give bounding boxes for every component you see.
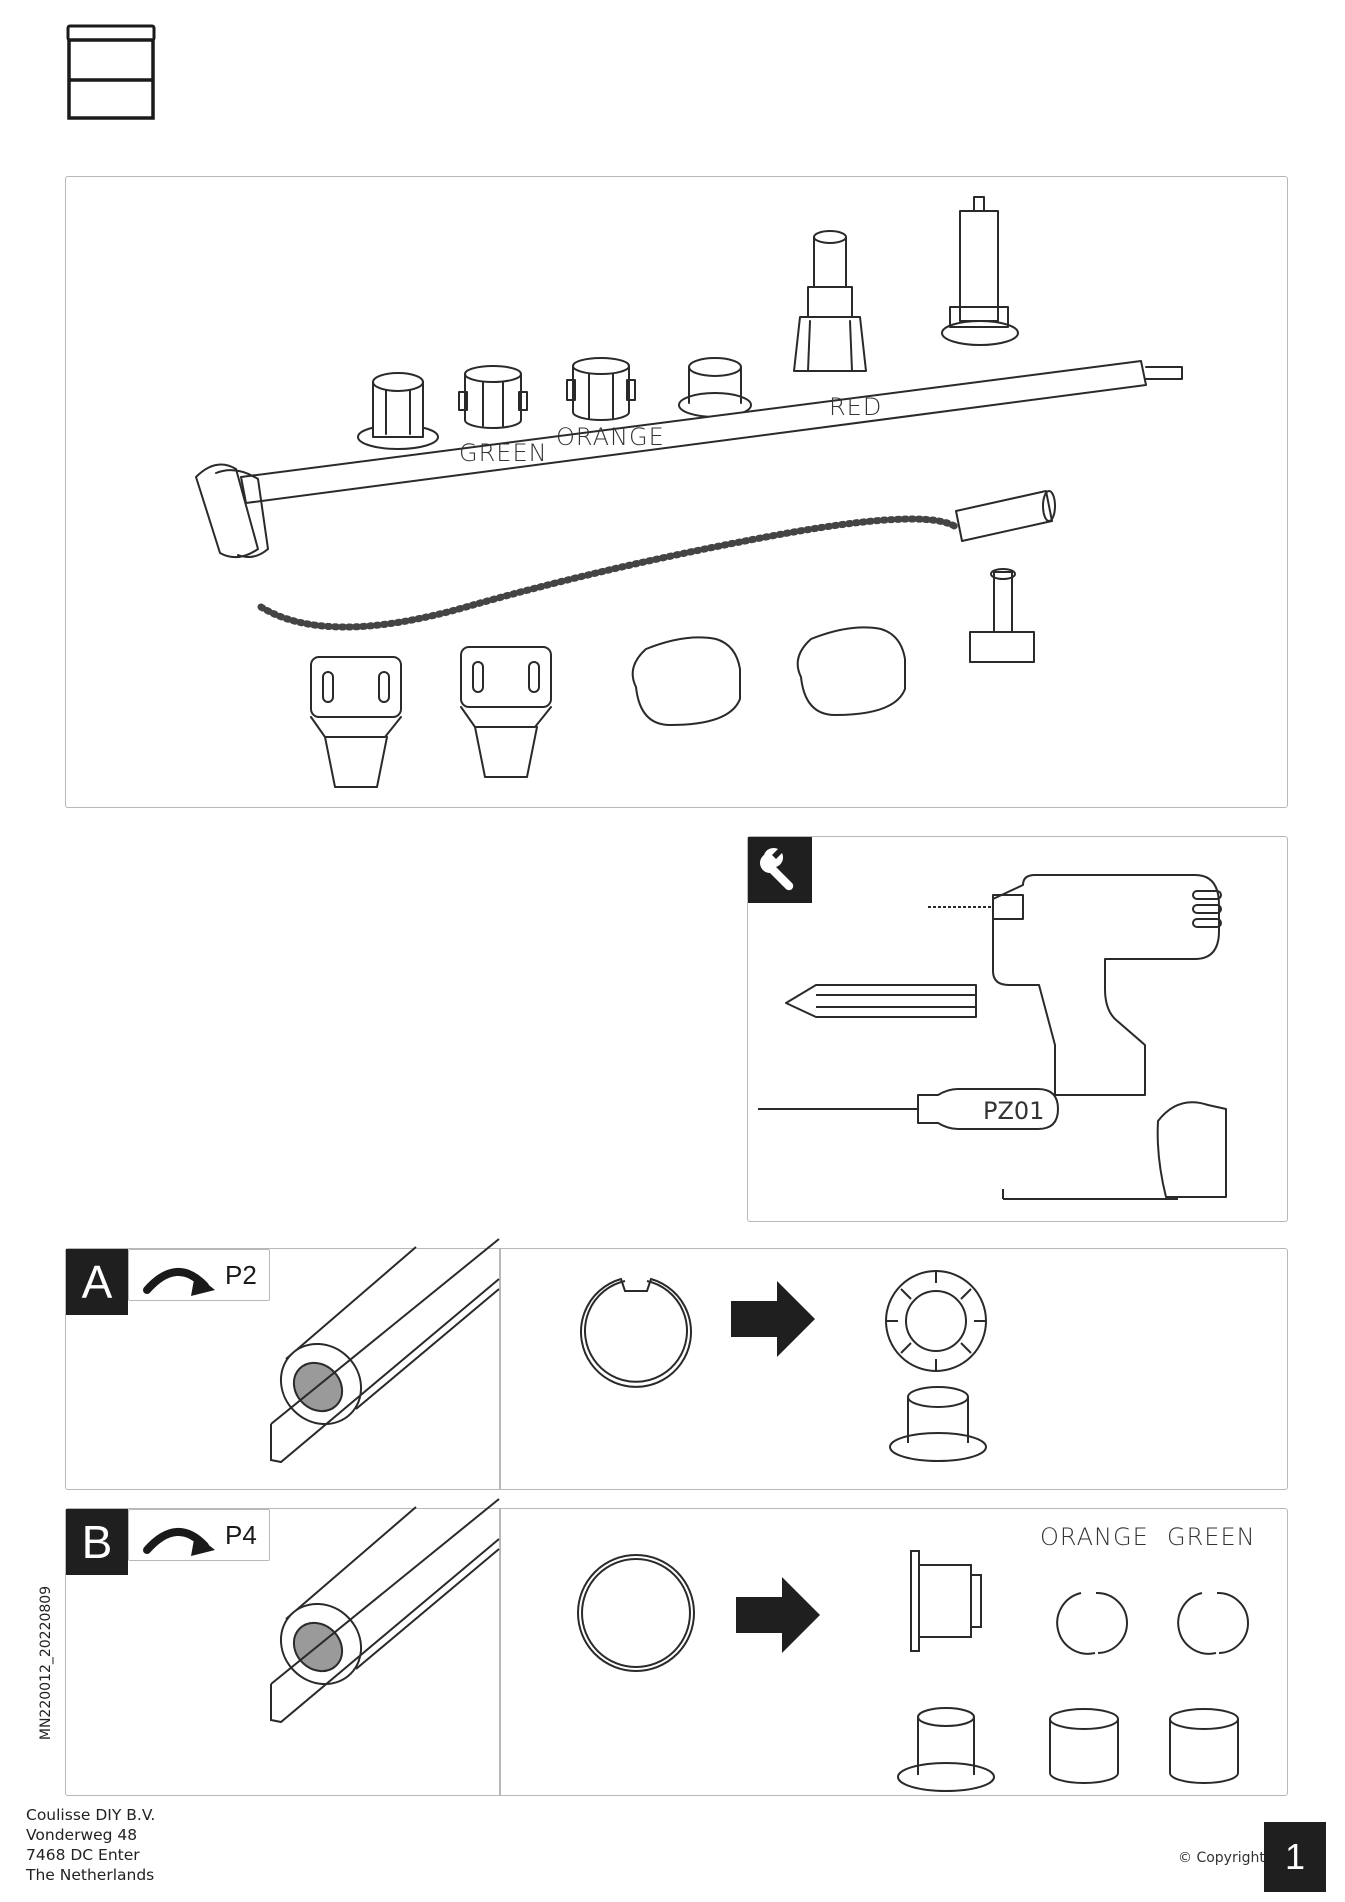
crown-adapter (678, 357, 752, 418)
step-b-arrow (736, 1577, 820, 1653)
end-cap-2 (796, 626, 906, 716)
chain-guide (969, 568, 1035, 663)
step-b-green-label: GREEN (1167, 1523, 1256, 1551)
wrench-icon (748, 837, 812, 903)
step-b-ref-box[interactable]: P4 (128, 1509, 270, 1561)
end-plug (357, 372, 439, 450)
address-line: Vonderweg 48 (26, 1826, 138, 1844)
chain-weight (955, 490, 1056, 542)
end-cap-1 (631, 636, 741, 726)
red-label: RED (829, 393, 882, 421)
copyright: © Copyright (1178, 1850, 1265, 1866)
bracket-2 (460, 646, 552, 778)
roller-tube (195, 360, 1183, 559)
curved-arrow-icon (143, 1267, 215, 1296)
address-line: 7468 DC Enter (26, 1846, 140, 1864)
pencil-icon (785, 984, 977, 1018)
step-a-ref-box[interactable]: P2 (128, 1249, 270, 1301)
tools-panel: PZ01 (747, 836, 1288, 1222)
screwdriver-label: PZ01 (983, 1097, 1044, 1125)
step-a-panel: A P2 (65, 1238, 1288, 1490)
orange-adapter (566, 357, 636, 421)
idle-end (941, 196, 1019, 346)
step-b-illustration: ORANGE GREEN (270, 1498, 1256, 1792)
orange-label: ORANGE (556, 423, 665, 451)
company-address: Coulisse DIY B.V. Vonderweg 48 7468 DC E… (26, 1805, 155, 1885)
parts-panel: GREEN ORANGE RED (65, 176, 1288, 808)
step-b-tag: B (66, 1509, 128, 1575)
step-a-divider (499, 1249, 501, 1489)
tape-measure-icon (1002, 1101, 1227, 1200)
step-a-illustration (270, 1238, 987, 1464)
step-b-ref: P4 (225, 1520, 257, 1550)
screwdriver-icon (758, 1088, 1059, 1130)
green-adapter (458, 365, 528, 429)
step-b-divider (499, 1509, 501, 1795)
tools-illustration: PZ01 (758, 874, 1227, 1200)
page-number: 1 (1264, 1822, 1326, 1892)
roller-blind-icon (66, 24, 156, 120)
step-a-ref: P2 (225, 1260, 257, 1290)
red-adapter (793, 230, 867, 372)
step-b-panel: B P4 (65, 1498, 1288, 1796)
curved-arrow-icon (143, 1527, 215, 1556)
drill-icon (928, 874, 1222, 1096)
bracket-1 (310, 656, 402, 788)
step-a-arrow (731, 1281, 815, 1357)
step-b-orange-label: ORANGE (1040, 1523, 1149, 1551)
address-line: Coulisse DIY B.V. (26, 1806, 156, 1824)
step-a-tag: A (66, 1249, 128, 1315)
ball-chain (257, 515, 960, 631)
green-label: GREEN (459, 439, 548, 467)
address-line: The Netherlands (26, 1866, 155, 1884)
parts-illustration: GREEN ORANGE RED (195, 196, 1183, 788)
document-number: MN220012_20220809 (38, 1585, 54, 1741)
